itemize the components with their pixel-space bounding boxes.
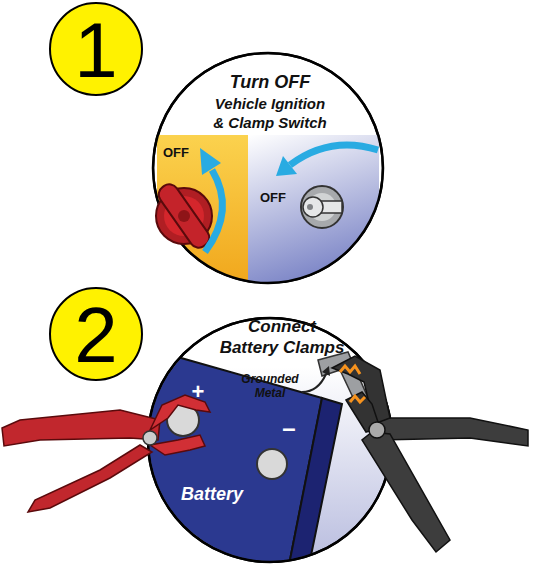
clamp-handle	[378, 418, 528, 446]
polarity-sign: +	[186, 380, 210, 404]
step-panel: Connect Battery Clamps + – Battery	[147, 317, 393, 563]
ignition-area: OFF	[248, 135, 379, 282]
step-badge-fill	[50, 288, 142, 380]
switch-label: OFF	[156, 145, 196, 160]
callout-label: Grounded Metal	[234, 372, 306, 400]
step-number: 1	[56, 10, 136, 90]
battery-label: Battery	[162, 484, 262, 504]
step-badge: 2	[48, 286, 144, 382]
key-label: OFF	[253, 190, 293, 205]
polarity-sign: –	[277, 415, 301, 441]
step-subtitle: Vehicle Ignition & Clamp Switch	[211, 94, 329, 132]
step-title: Turn OFF	[190, 72, 350, 92]
step-badge: 1	[48, 1, 144, 97]
step-panel: Turn OFFVehicle Ignition & Clamp SwitchO…	[153, 53, 383, 283]
ignition-area-fill	[248, 135, 379, 282]
clamp-handle	[2, 410, 160, 446]
step-panel-fill	[153, 53, 383, 283]
clamp-handle	[28, 445, 152, 512]
step-badge-fill	[50, 3, 142, 95]
step-number: 2	[56, 295, 136, 375]
panel-outline	[153, 53, 383, 283]
switch-area: OFF	[157, 135, 248, 282]
step-title: Connect Battery Clamps	[217, 316, 347, 358]
ignition-area-shape	[248, 135, 379, 282]
switch-area-fill	[157, 135, 248, 281]
